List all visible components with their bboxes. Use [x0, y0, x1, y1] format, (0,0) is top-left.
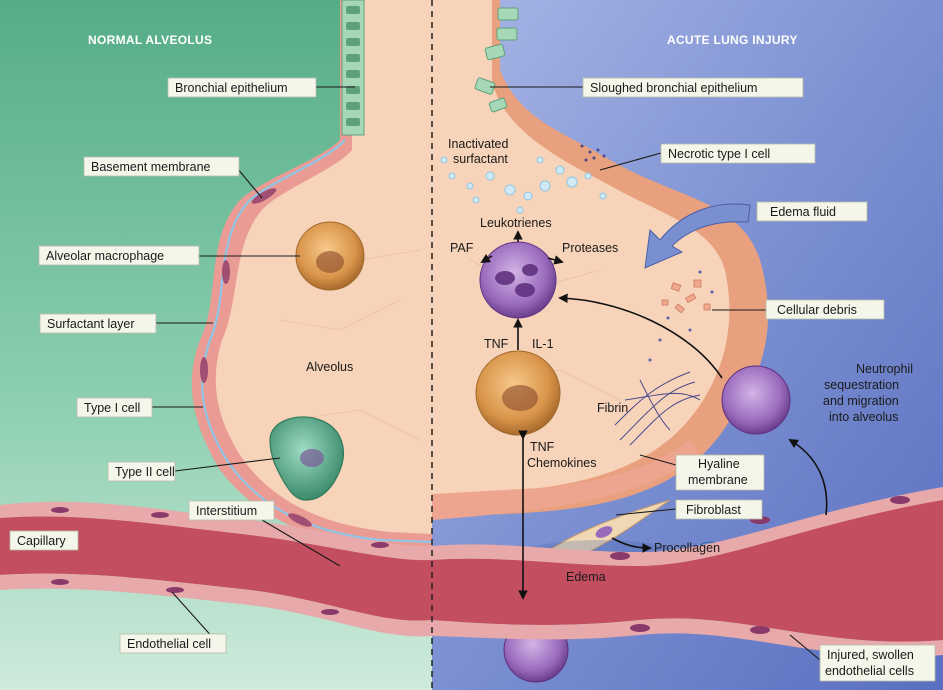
label-edema-fluid: Edema fluid — [770, 205, 836, 219]
label-sloughed-epithelium: Sloughed bronchial epithelium — [590, 81, 757, 95]
left-panel-title: NORMAL ALVEOLUS — [88, 33, 212, 47]
label-interstitium: Interstitium — [196, 504, 257, 518]
label-proteases: Proteases — [562, 241, 618, 255]
label-surfactant-layer: Surfactant layer — [47, 317, 135, 331]
label-endothelial-cell: Endothelial cell — [127, 637, 211, 651]
label-necrotic-type-i: Necrotic type I cell — [668, 147, 770, 161]
label-hyaline-2: membrane — [688, 473, 748, 487]
label-neutrophil-3: and migration — [823, 394, 899, 408]
label-inactivated-1: Inactivated — [448, 137, 509, 151]
neutrophil-migrating — [722, 366, 790, 434]
bronchial-epithelium-cells — [342, 0, 364, 135]
neutrophil-alveolus — [480, 242, 556, 318]
label-type-i-cell: Type I cell — [84, 401, 140, 415]
label-tnf-bottom: TNF — [530, 440, 555, 454]
label-alveolus: Alveolus — [306, 360, 353, 374]
label-capillary: Capillary — [17, 534, 66, 548]
label-basement-membrane: Basement membrane — [91, 160, 211, 174]
label-neutrophil-4: into alveolus — [829, 410, 899, 424]
label-type-ii-cell: Type II cell — [115, 465, 175, 479]
label-hyaline-1: Hyaline — [698, 457, 740, 471]
label-fibroblast: Fibroblast — [686, 503, 741, 517]
label-paf: PAF — [450, 241, 474, 255]
label-inactivated-2: surfactant — [453, 152, 508, 166]
label-il1: IL-1 — [532, 337, 554, 351]
label-chemokines: Chemokines — [527, 456, 596, 470]
label-edema: Edema — [566, 570, 606, 584]
label-fibrin: Fibrin — [597, 401, 628, 415]
label-procollagen: Procollagen — [654, 541, 720, 555]
label-neutrophil-2: sequestration — [824, 378, 899, 392]
label-injured-2: endothelial cells — [825, 664, 914, 678]
label-leukotrienes: Leukotrienes — [480, 216, 552, 230]
type-ii-nucleus — [300, 449, 324, 467]
label-cellular-debris: Cellular debris — [777, 303, 857, 317]
label-neutrophil-1: Neutrophil — [856, 362, 913, 376]
activated-macrophage-nucleus — [502, 385, 538, 411]
label-bronchial-epithelium: Bronchial epithelium — [175, 81, 288, 95]
right-panel-title: ACUTE LUNG INJURY — [667, 33, 798, 47]
macrophage-nucleus — [316, 251, 344, 273]
label-alveolar-macrophage: Alveolar macrophage — [46, 249, 164, 263]
label-injured-1: Injured, swollen — [827, 648, 914, 662]
label-tnf-top: TNF — [484, 337, 509, 351]
